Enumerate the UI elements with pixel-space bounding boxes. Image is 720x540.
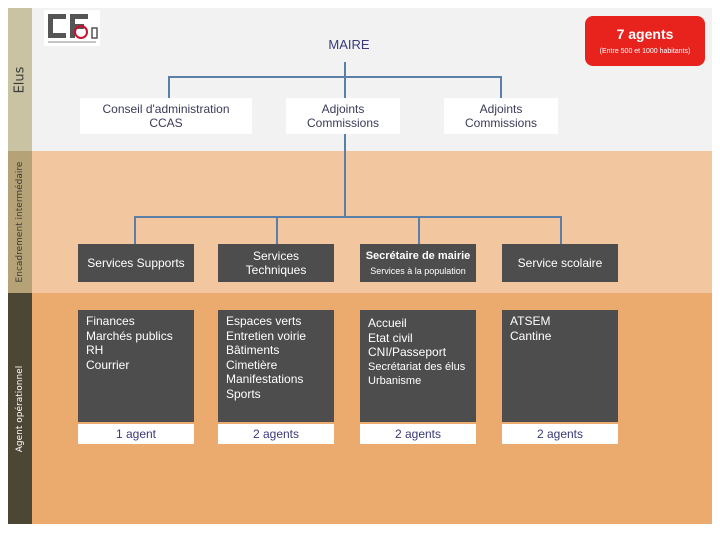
- service-list-supports: Finances Marchés publics RH Courrier: [78, 310, 194, 422]
- agent-count-secretaire: 2 agents: [360, 424, 476, 444]
- connector-elus-horizontal: [168, 76, 502, 78]
- list-item: Finances: [86, 314, 135, 328]
- connector-services-trunk: [344, 134, 346, 218]
- connector-maire-down: [344, 60, 346, 78]
- connector-services-horizontal: [134, 216, 562, 218]
- side-band-elus: Elus: [8, 8, 32, 151]
- connector-elus-left: [168, 76, 170, 98]
- elus-box-ccas: Conseil d'administration CCAS: [80, 98, 252, 134]
- agent-count-label: 1 agent: [115, 427, 157, 441]
- list-item: Cimetière: [226, 357, 278, 372]
- service-list-scolaire: ATSEM Cantine: [502, 310, 618, 422]
- maire-label: MAIRE: [328, 37, 370, 52]
- list-item: RH: [86, 343, 104, 357]
- elus-box-line1: Adjoints: [321, 102, 365, 116]
- service-title: Secrétaire de mairie: [365, 249, 471, 262]
- elus-box-adjoints-2: Adjoints Commissions: [444, 98, 558, 134]
- connector-service-1: [134, 216, 136, 244]
- list-item: CNI/Passeport: [368, 345, 447, 359]
- elus-box-line2: Commissions: [306, 116, 379, 130]
- list-item: Espaces verts: [226, 314, 302, 328]
- agent-count-label: 2 agents: [536, 427, 584, 441]
- side-label-elus: Elus: [12, 66, 28, 93]
- agents-badge: 7 agents (Entre 500 et 1000 habitants): [585, 16, 705, 66]
- service-header-scolaire: Service scolaire: [502, 244, 618, 282]
- list-item: Urbanisme: [368, 375, 422, 387]
- service-header-techniques: Services Techniques: [218, 244, 334, 282]
- side-band-encadrement: Encadrement intermédaire: [8, 151, 32, 293]
- agent-count-label: 2 agents: [252, 427, 300, 441]
- elus-box-adjoints-1: Adjoints Commissions: [286, 98, 400, 134]
- list-item: Accueil: [368, 316, 407, 330]
- list-item: Marchés publics: [86, 328, 173, 343]
- service-subtitle: Services à la population: [370, 265, 466, 276]
- service-header-secretaire: Secrétaire de mairie Services à la popul…: [360, 244, 476, 282]
- elus-box-line2: CCAS: [149, 116, 183, 130]
- list-item: Entretien voirie: [226, 328, 307, 343]
- service-list-techniques: Espaces verts Entretien voirie Bâtiments…: [218, 310, 334, 422]
- list-item: Secrétariat des élus: [368, 360, 466, 373]
- connector-service-3: [418, 216, 420, 244]
- elus-box-line1: Conseil d'administration: [102, 102, 230, 116]
- list-item: Etat civil: [368, 330, 413, 345]
- badge-title: 7 agents: [616, 26, 674, 42]
- service-header-supports: Services Supports: [78, 244, 194, 282]
- service-title: Service scolaire: [517, 256, 603, 270]
- connector-service-4: [560, 216, 562, 244]
- service-title: Services Techniques: [245, 249, 307, 277]
- list-item: Manifestations: [226, 372, 304, 386]
- badge-subtitle: (Entre 500 et 1000 habitants): [599, 48, 691, 55]
- agent-count-techniques: 2 agents: [218, 424, 334, 444]
- agent-count-supports: 1 agent: [78, 424, 194, 444]
- connector-elus-center: [344, 76, 346, 98]
- maire-box: MAIRE: [264, 28, 434, 62]
- list-item: Bâtiments: [226, 343, 280, 357]
- service-list-secretaire: Accueil Etat civil CNI/Passeport Secréta…: [360, 310, 476, 422]
- agent-count-label: 2 agents: [394, 427, 442, 441]
- elus-box-line2: Commissions: [464, 116, 537, 130]
- side-label-agent: Agent opérationnel: [15, 365, 25, 452]
- side-band-agent: Agent opérationnel: [8, 293, 32, 524]
- list-item: Cantine: [510, 328, 552, 343]
- service-title: Services Supports: [87, 256, 185, 270]
- list-item: Courrier: [86, 357, 130, 372]
- list-item: Sports: [226, 386, 261, 401]
- side-label-encadrement: Encadrement intermédaire: [15, 161, 25, 283]
- connector-service-2: [276, 216, 278, 244]
- agent-count-scolaire: 2 agents: [502, 424, 618, 444]
- connector-elus-right: [500, 76, 502, 98]
- logo-mark: [44, 10, 100, 46]
- logo: [44, 10, 100, 46]
- elus-box-line1: Adjoints: [479, 102, 523, 116]
- list-item: ATSEM: [510, 314, 551, 328]
